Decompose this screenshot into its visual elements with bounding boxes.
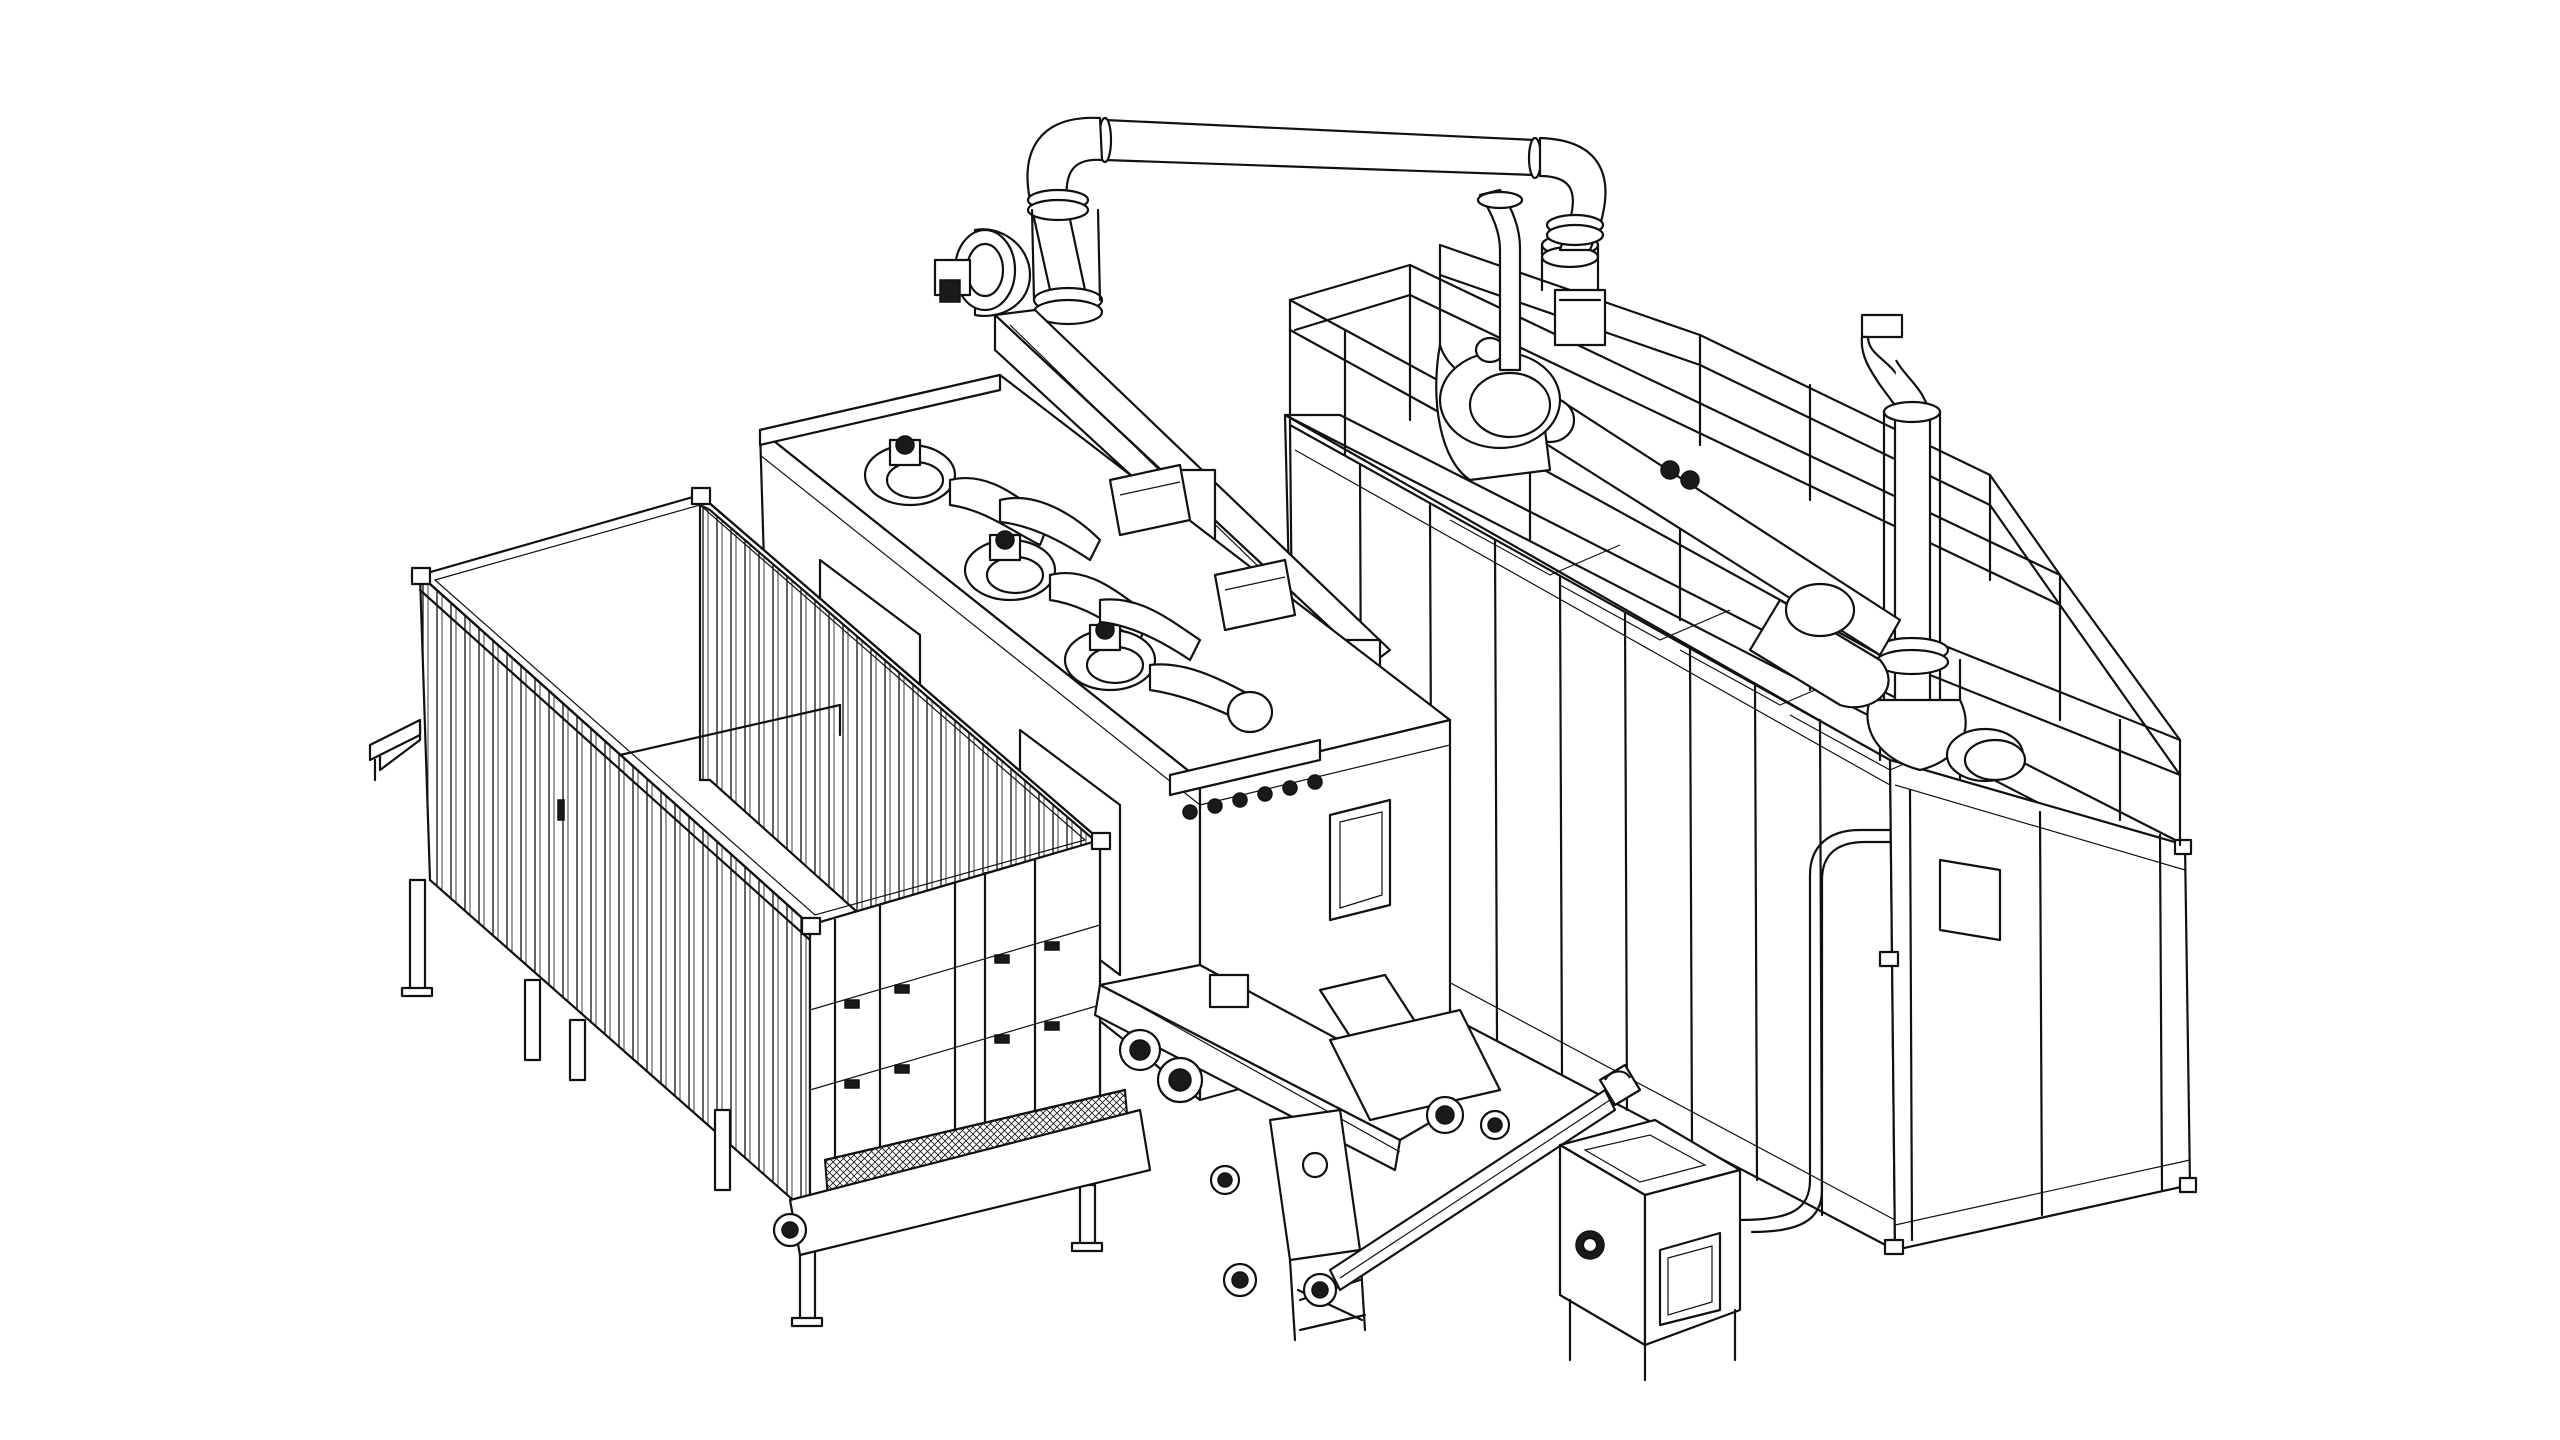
exhaust-duct	[1738, 828, 1892, 1234]
support-legs	[400, 878, 1104, 1328]
belt-conveyor	[772, 1108, 1152, 1257]
radial-fans	[863, 435, 1274, 734]
screw-conveyor	[1302, 1063, 1642, 1308]
exhaust-duct	[1026, 116, 1607, 326]
sensor-ports	[1182, 774, 1323, 820]
radial-fans	[933, 228, 1032, 318]
hopper-frame	[1209, 1108, 1367, 1342]
exhaust-stack	[1860, 313, 2027, 942]
belt-conveyor	[368, 718, 422, 782]
control-cabinet	[1558, 1118, 1742, 1382]
